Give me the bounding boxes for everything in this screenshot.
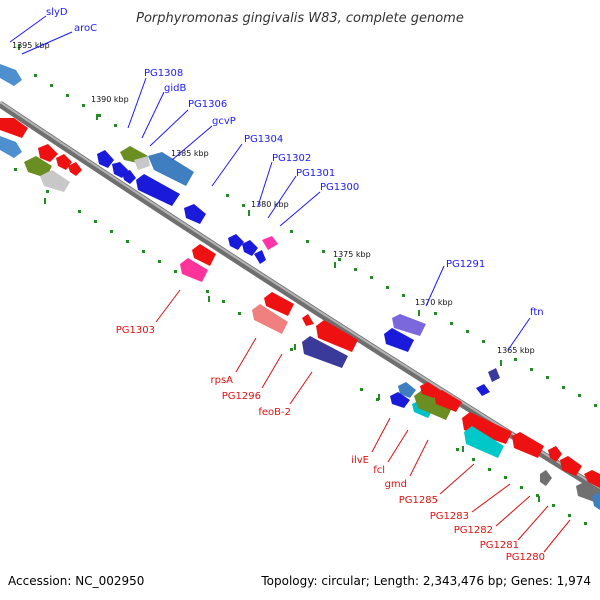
- forward-strand-genes: [0, 64, 500, 396]
- gene-label-PG1300[interactable]: PG1300: [320, 182, 359, 193]
- gene-label-PG1283[interactable]: PG1283: [430, 511, 469, 522]
- gene-label-PG1303[interactable]: PG1303: [116, 325, 155, 336]
- scale-label-1385: 1385 kbp: [171, 149, 209, 158]
- gene-arrow: [540, 470, 552, 486]
- gene-label-PG1282[interactable]: PG1282: [454, 525, 493, 536]
- gene-arrow: [0, 136, 22, 158]
- map-title: Porphyromonas gingivalis W83, complete g…: [136, 11, 464, 26]
- gene-label-gmd[interactable]: gmd: [385, 479, 407, 490]
- gene-arrow: [584, 470, 600, 488]
- gene-arrow: [68, 162, 82, 176]
- gene-arrow: [398, 382, 416, 398]
- gene-arrow: [252, 304, 288, 334]
- gene-arrow: [302, 314, 314, 326]
- gene-arrow: [0, 64, 22, 86]
- gene-arrow: [38, 144, 58, 162]
- genome-summary-text: Topology: circular; Length: 2,343,476 bp…: [260, 574, 591, 588]
- scale-label-1390: 1390 kbp: [91, 95, 129, 104]
- gene-label-PG1302[interactable]: PG1302: [272, 153, 311, 164]
- scale-label-1375: 1375 kbp: [333, 250, 371, 259]
- gene-label-PG1308[interactable]: PG1308: [144, 68, 183, 79]
- gene-label-PG1281[interactable]: PG1281: [480, 540, 519, 551]
- gene-label-slyD[interactable]: slyD: [46, 7, 68, 18]
- gene-arrow: [122, 170, 136, 184]
- gene-label-PG1301[interactable]: PG1301: [296, 168, 335, 179]
- gene-label-PG1285[interactable]: PG1285: [399, 495, 438, 506]
- gene-label-PG1291[interactable]: PG1291: [446, 259, 485, 270]
- gene-label-PG1306[interactable]: PG1306: [188, 99, 227, 110]
- inner-tick-ring: [14, 168, 587, 525]
- gene-arrow: [228, 234, 244, 250]
- gene-arrow: [40, 170, 70, 192]
- reverse-label-leaders: [155, 289, 571, 553]
- gene-arrow: [24, 156, 52, 178]
- gene-arrow: [392, 314, 426, 336]
- gene-arrow: [476, 384, 490, 396]
- gene-label-PG1304[interactable]: PG1304: [244, 134, 283, 145]
- gene-arrow: [242, 240, 258, 256]
- gene-arrow: [134, 156, 150, 170]
- gene-label-gcvP[interactable]: gcvP: [212, 116, 236, 127]
- gene-arrow: [97, 150, 114, 168]
- forward-label-leaders: [9, 15, 531, 351]
- gene-label-ilvE[interactable]: ilvE: [351, 455, 369, 466]
- gene-label-rpsA[interactable]: rpsA: [210, 375, 233, 386]
- gene-label-PG1296[interactable]: PG1296: [222, 391, 261, 402]
- gene-arrow: [464, 426, 504, 458]
- gene-label-aroC[interactable]: aroC: [74, 23, 97, 34]
- scale-label-1380: 1380 kbp: [251, 200, 289, 209]
- gene-arrow: [316, 320, 358, 352]
- gene-arrow: [390, 392, 410, 408]
- gene-arrow: [414, 390, 452, 420]
- scale-label-1395: 1395 kbp: [12, 41, 50, 50]
- gene-arrow: [148, 152, 194, 186]
- gene-arrow: [264, 292, 294, 316]
- gene-arrow: [0, 118, 28, 138]
- gene-label-gidB[interactable]: gidB: [164, 83, 186, 94]
- gene-arrow: [262, 236, 278, 250]
- outer-tick-ring: [18, 44, 597, 407]
- gene-arrow: [488, 368, 500, 382]
- gene-arrow: [548, 446, 562, 462]
- gene-arrow: [434, 390, 462, 412]
- gene-arrow: [512, 432, 544, 458]
- gene-arrow: [184, 204, 206, 224]
- reverse-strand-genes: [0, 118, 600, 510]
- gene-label-ftn[interactable]: ftn: [530, 307, 544, 318]
- accession-text: Accession: NC_002950: [8, 574, 144, 588]
- gene-arrow: [560, 456, 582, 476]
- gene-arrow: [462, 412, 512, 444]
- gene-arrow: [136, 174, 180, 206]
- gene-arrow: [192, 244, 216, 266]
- gene-arrow: [302, 336, 348, 368]
- gene-arrow: [384, 328, 414, 352]
- gene-label-fcl[interactable]: fcl: [373, 465, 385, 476]
- gene-label-PG1280[interactable]: PG1280: [506, 552, 545, 563]
- gene-arrow: [254, 250, 266, 264]
- scale-label-1370: 1370 kbp: [415, 298, 453, 307]
- gene-arrow: [592, 492, 600, 510]
- scale-label-1365: 1365 kbp: [497, 346, 535, 355]
- gene-arrow: [180, 258, 208, 282]
- gene-label-feoB-2[interactable]: feoB-2: [258, 407, 291, 418]
